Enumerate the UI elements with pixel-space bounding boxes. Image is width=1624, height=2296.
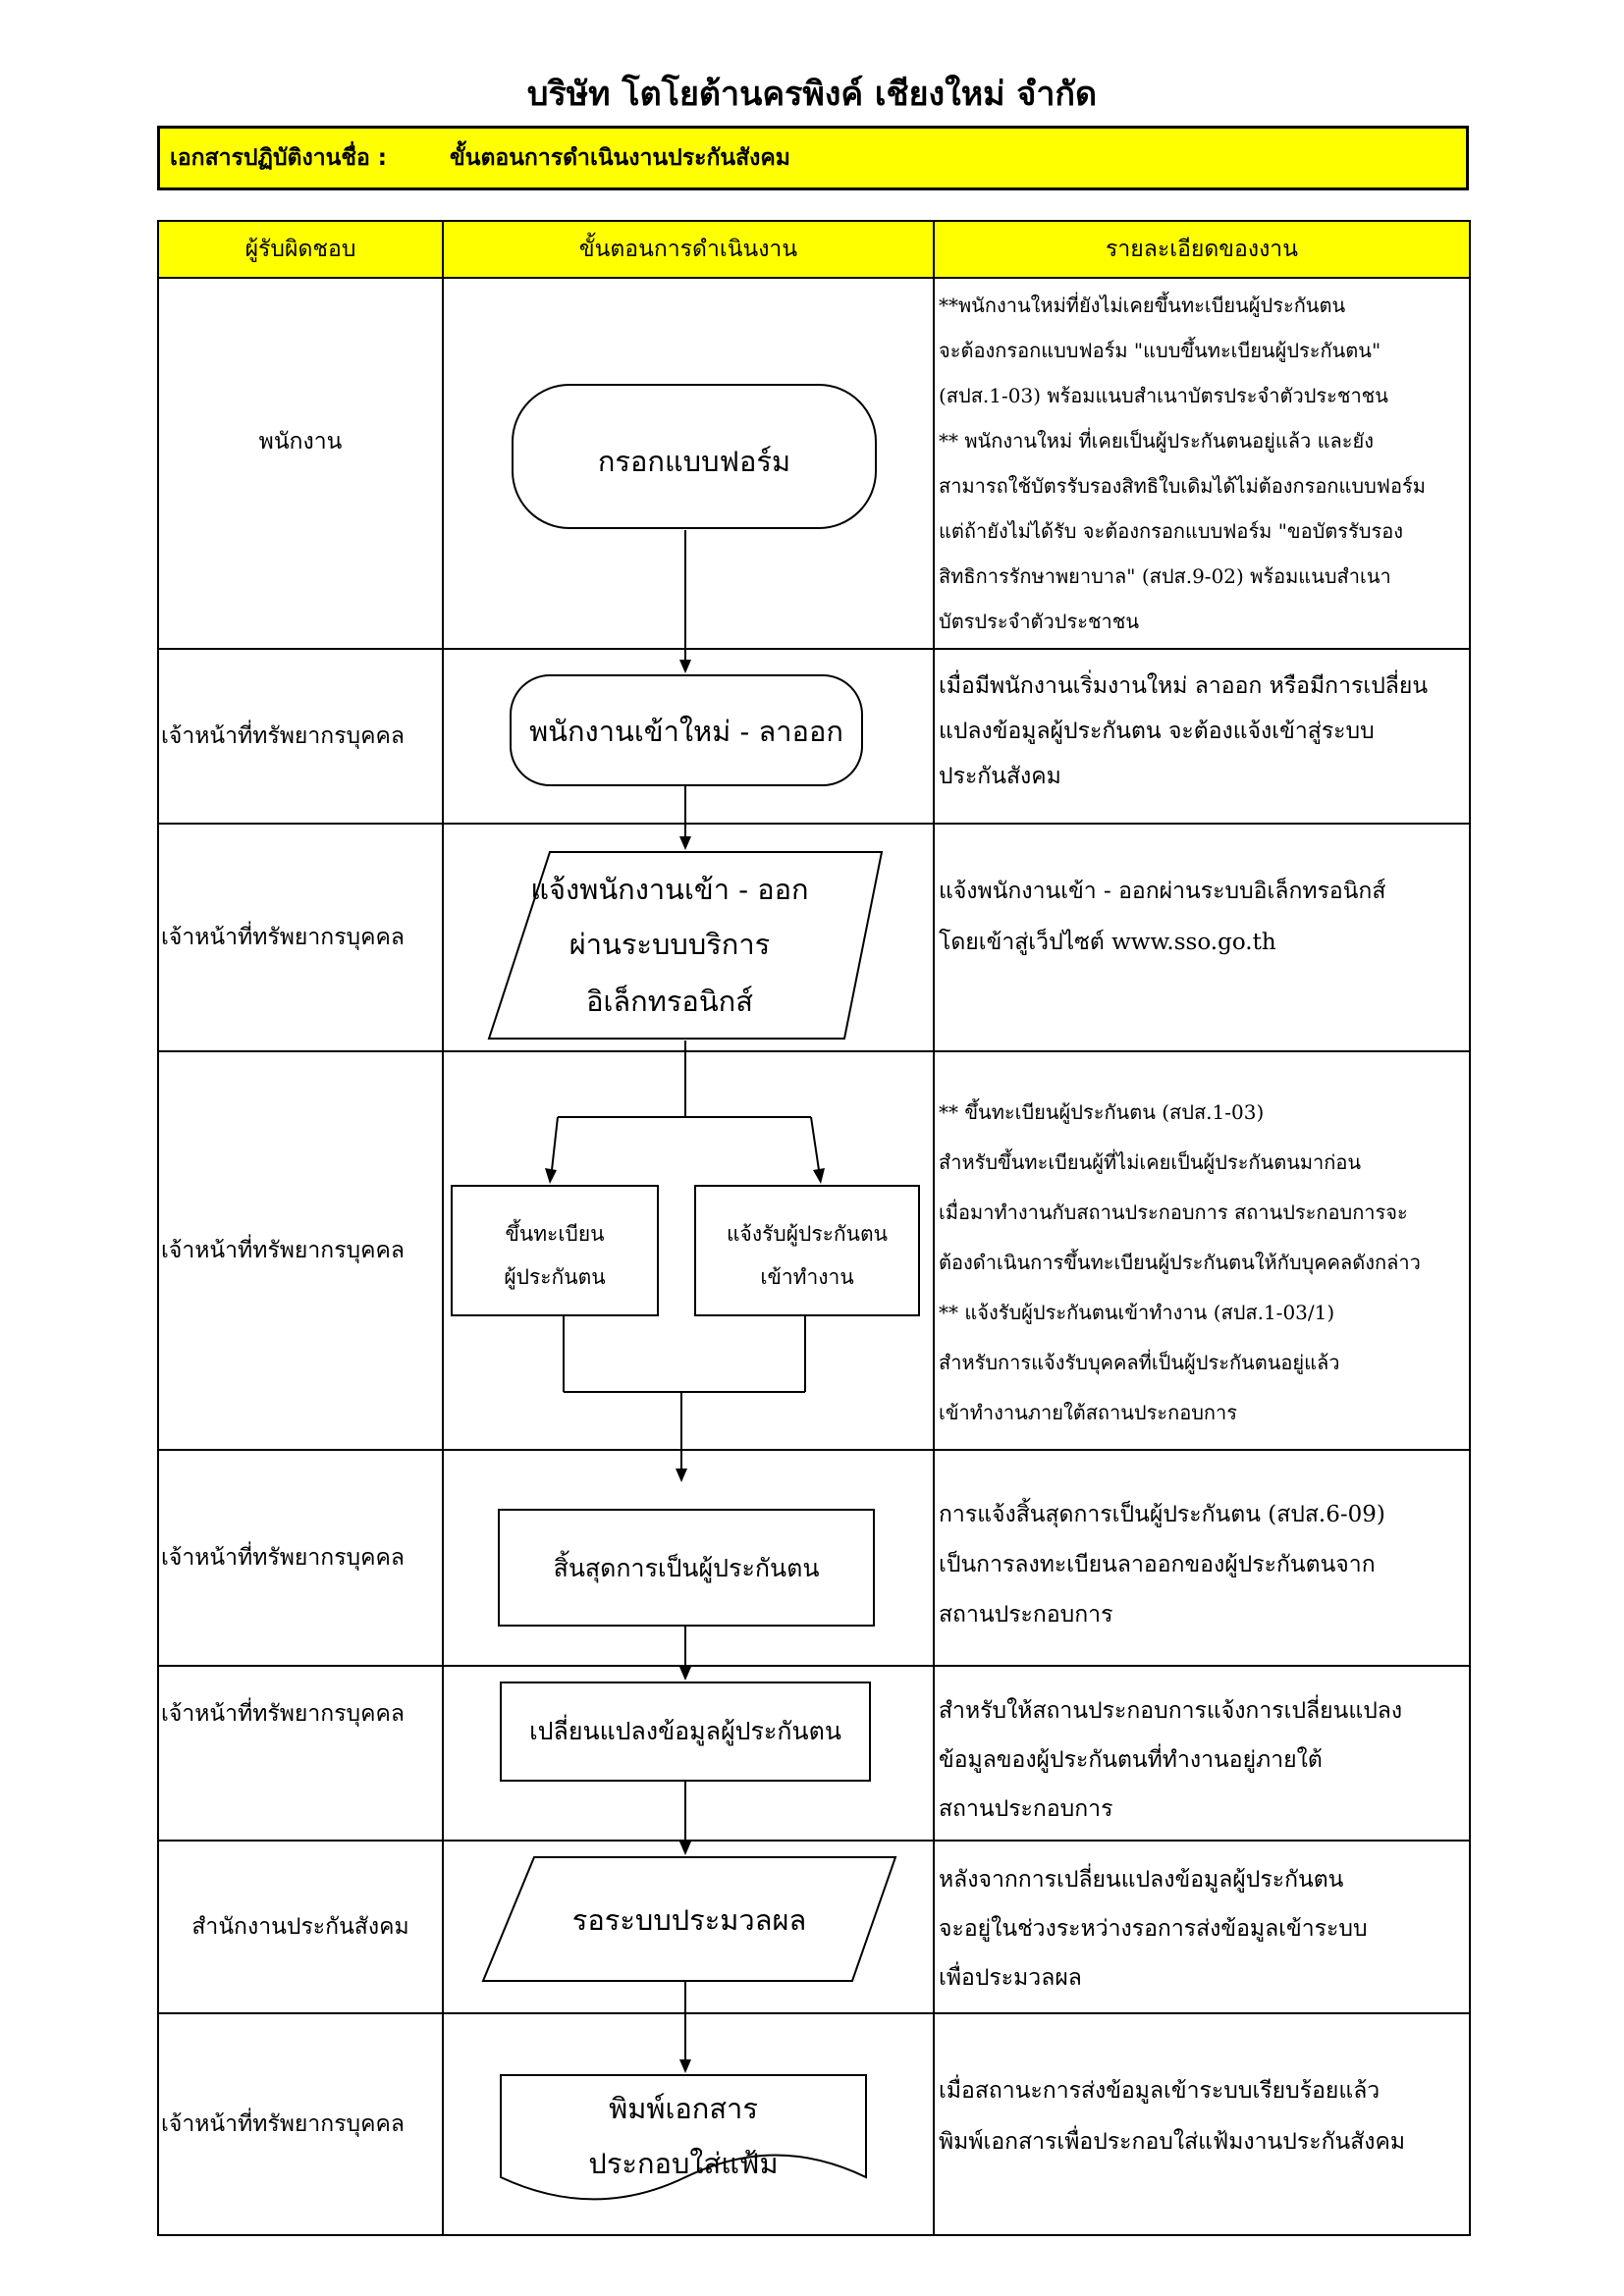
- detail-line: เป็นการลงทะเบียนลาออกของผู้ประกันตนจาก: [939, 1552, 1376, 1577]
- step-cell: [442, 277, 935, 650]
- responsible-cell: เจ้าหน้าที่ทรัพยากรบุคคล: [157, 1665, 444, 1842]
- detail-line: สามารถใช้บัตรรับรองสิทธิใบเดิมได้ไม่ต้อง…: [939, 474, 1426, 498]
- table-row: สำนักงานประกันสังคม หลังจากการเปลี่ยนแปล…: [157, 1840, 1471, 2014]
- table-row: เจ้าหน้าที่ทรัพยากรบุคคล สำหรับให้สถานปร…: [157, 1665, 1471, 1842]
- detail-cell: หลังจากการเปลี่ยนแปลงข้อมูลผู้ประกันตน จ…: [933, 1840, 1471, 2014]
- detail-cell: สำหรับให้สถานประกอบการแจ้งการเปลี่ยนแปลง…: [933, 1665, 1471, 1842]
- detail-line: จะต้องกรอกแบบฟอร์ม "แบบขึ้นทะเบียนผู้ประ…: [939, 339, 1381, 362]
- detail-line: โดยเข้าสู่เว็ปไซต์ www.sso.go.th: [939, 930, 1276, 955]
- responsible-cell: เจ้าหน้าที่ทรัพยากรบุคคล: [157, 1050, 444, 1451]
- step-cell: [442, 1449, 935, 1667]
- responsible-cell: เจ้าหน้าที่ทรัพยากรบุคคล: [157, 1449, 444, 1667]
- document-name: ขั้นตอนการดำเนินงานประกันสังคม: [450, 145, 790, 171]
- step-cell: [442, 2012, 935, 2236]
- detail-line: สำหรับการแจ้งรับบุคคลที่เป็นผู้ประกันตนอ…: [939, 1351, 1340, 1374]
- detail-line: สถานประกอบการ: [939, 1602, 1113, 1628]
- detail-line: ข้อมูลของผู้ประกันตนที่ทำงานอยู่ภายใต้: [939, 1747, 1323, 1773]
- column-header-responsible: ผู้รับผิดชอบ: [157, 220, 444, 279]
- detail-line: แจ้งพนักงานเข้า - ออกผ่านระบบอิเล็กทรอนิ…: [939, 879, 1386, 904]
- detail-line: บัตรประจำตัวประชาชน: [939, 610, 1140, 633]
- detail-line: สำหรับให้สถานประกอบการแจ้งการเปลี่ยนแปลง: [939, 1698, 1403, 1724]
- responsible-cell: เจ้าหน้าที่ทรัพยากรบุคคล: [157, 823, 444, 1052]
- company-title: บริษัท โตโยต้านครพิงค์ เชียงใหม่ จำกัด: [526, 75, 1098, 114]
- detail-line: พิมพ์เอกสารเพื่อประกอบใส่แฟ้มงานประกันสั…: [939, 2129, 1406, 2155]
- detail-line: สำหรับขึ้นทะเบียนผู้ที่ไม่เคยเป็นผู้ประก…: [939, 1150, 1362, 1174]
- step-cell: [442, 648, 935, 825]
- detail-line: **พนักงานใหม่ที่ยังไม่เคยขึ้นทะเบียนผู้ป…: [939, 294, 1346, 317]
- table-row: เจ้าหน้าที่ทรัพยากรบุคคล ** ขึ้นทะเบียนผ…: [157, 1050, 1471, 1451]
- detail-cell: การแจ้งสิ้นสุดการเป็นผู้ประกันตน (สปส.6-…: [933, 1449, 1471, 1667]
- responsible-cell: สำนักงานประกันสังคม: [157, 1840, 444, 2014]
- detail-line: หลังจากการเปลี่ยนแปลงข้อมูลผู้ประกันตน: [939, 1867, 1344, 1893]
- detail-cell: เมื่อมีพนักงานเริ่มงานใหม่ ลาออก หรือมีก…: [933, 648, 1471, 825]
- detail-line: เมื่อสถานะการส่งข้อมูลเข้าระบบเรียบร้อยแ…: [939, 2078, 1380, 2104]
- table-row: เจ้าหน้าที่ทรัพยากรบุคคล แจ้งพนักงานเข้า…: [157, 823, 1471, 1052]
- detail-line: จะอยู่ในช่วงระหว่างรอการส่งข้อมูลเข้าระบ…: [939, 1916, 1368, 1942]
- table-row: เจ้าหน้าที่ทรัพยากรบุคคล เมื่อสถานะการส่…: [157, 2012, 1471, 2236]
- column-header-details: รายละเอียดของงาน: [933, 220, 1471, 279]
- table-header-row: ผู้รับผิดชอบ ขั้นตอนการดำเนินงาน รายละเอ…: [157, 220, 1471, 279]
- detail-line: เมื่อมีพนักงานเริ่มงานใหม่ ลาออก หรือมีก…: [939, 673, 1429, 699]
- detail-line: (สปส.1-03) พร้อมแนบสำเนาบัตรประจำตัวประช…: [939, 384, 1388, 407]
- step-cell: [442, 1840, 935, 2014]
- detail-line: ** ขึ้นทะเบียนผู้ประกันตน (สปส.1-03): [939, 1100, 1265, 1124]
- detail-cell: แจ้งพนักงานเข้า - ออกผ่านระบบอิเล็กทรอนิ…: [933, 823, 1471, 1052]
- step-cell: [442, 1665, 935, 1842]
- detail-line: การแจ้งสิ้นสุดการเป็นผู้ประกันตน (สปส.6-…: [939, 1502, 1385, 1527]
- document-label: เอกสารปฏิบัติงานชื่อ :: [170, 145, 387, 171]
- detail-line: ** แจ้งรับผู้ประกันตนเข้าทำงาน (สปส.1-03…: [939, 1301, 1335, 1324]
- responsible-cell: พนักงาน: [157, 277, 444, 650]
- detail-line: ต้องดำเนินการขึ้นทะเบียนผู้ประกันตนให้กั…: [939, 1251, 1421, 1274]
- detail-line: เมื่อมาทำงานกับสถานประกอบการ สถานประกอบก…: [939, 1201, 1408, 1224]
- responsible-cell: เจ้าหน้าที่ทรัพยากรบุคคล: [157, 648, 444, 825]
- detail-line: แต่ถ้ายังไม่ได้รับ จะต้องกรอกแบบฟอร์ม "ข…: [939, 519, 1403, 543]
- detail-line: สิทธิการรักษาพยาบาล" (สปส.9-02) พร้อมแนบ…: [939, 564, 1391, 588]
- column-header-steps: ขั้นตอนการดำเนินงาน: [442, 220, 935, 279]
- document-name-bar: เอกสารปฏิบัติงานชื่อ : ขั้นตอนการดำเนินงา…: [157, 126, 1469, 190]
- detail-line: เพื่อประมวลผล: [939, 1965, 1082, 1991]
- procedure-table: ผู้รับผิดชอบ ขั้นตอนการดำเนินงาน รายละเอ…: [157, 220, 1471, 2236]
- detail-line: เข้าทำงานภายใต้สถานประกอบการ: [939, 1401, 1238, 1424]
- table-row: พนักงาน **พนักงานใหม่ที่ยังไม่เคยขึ้นทะเ…: [157, 277, 1471, 650]
- detail-cell: เมื่อสถานะการส่งข้อมูลเข้าระบบเรียบร้อยแ…: [933, 2012, 1471, 2236]
- detail-cell: ** ขึ้นทะเบียนผู้ประกันตน (สปส.1-03) สำห…: [933, 1050, 1471, 1451]
- table-row: เจ้าหน้าที่ทรัพยากรบุคคล เมื่อมีพนักงานเ…: [157, 648, 1471, 825]
- detail-line: ประกันสังคม: [939, 764, 1061, 789]
- detail-line: ** พนักงานใหม่ ที่เคยเป็นผู้ประกันตนอยู่…: [939, 429, 1374, 453]
- table-row: เจ้าหน้าที่ทรัพยากรบุคคล การแจ้งสิ้นสุดก…: [157, 1449, 1471, 1667]
- detail-cell: **พนักงานใหม่ที่ยังไม่เคยขึ้นทะเบียนผู้ป…: [933, 277, 1471, 650]
- detail-line: แปลงข้อมูลผู้ประกันตน จะต้องแจ้งเข้าสู่ร…: [939, 719, 1375, 744]
- step-cell: [442, 1050, 935, 1451]
- responsible-cell: เจ้าหน้าที่ทรัพยากรบุคคล: [157, 2012, 444, 2236]
- detail-line: สถานประกอบการ: [939, 1796, 1113, 1822]
- step-cell: [442, 823, 935, 1052]
